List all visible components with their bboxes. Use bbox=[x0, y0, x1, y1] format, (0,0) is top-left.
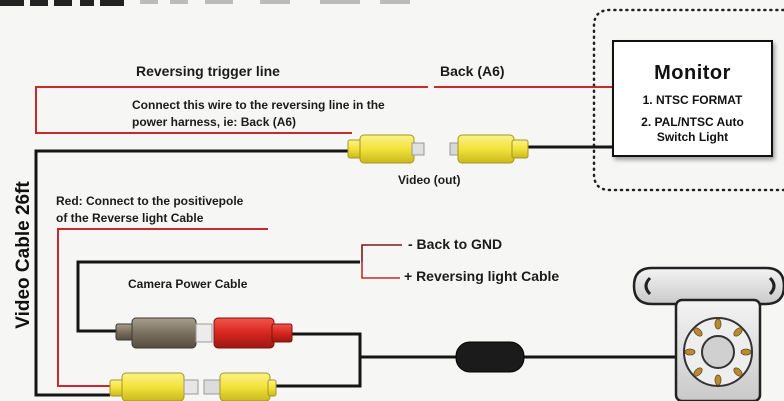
gnd-split-wire bbox=[361, 244, 402, 262]
monitor-box: Monitor 1. NTSC FORMAT 2. PAL/NTSC Auto … bbox=[612, 40, 773, 157]
video-cable-wire bbox=[34, 149, 350, 397]
monitor-title: Monitor bbox=[654, 62, 731, 84]
video-to-camera-wire bbox=[272, 357, 362, 388]
gray-power-plug bbox=[115, 317, 213, 349]
backup-camera bbox=[632, 266, 784, 401]
positive-split-wire bbox=[361, 262, 400, 279]
power-to-camera-wire bbox=[290, 332, 458, 359]
video-cable-length-label: Video Cable 26ft bbox=[13, 181, 34, 329]
red-power-plug bbox=[213, 317, 293, 349]
top-edge-marks bbox=[0, 0, 410, 6]
camera-power-cable-label: Camera Power Cable bbox=[128, 277, 248, 291]
reversing-trigger-line-label: Reversing trigger line bbox=[136, 63, 280, 79]
reversing-trigger-wire bbox=[35, 86, 428, 134]
red-positive-wire bbox=[57, 228, 268, 387]
back-a6-label: Back (A6) bbox=[440, 63, 505, 79]
red-positive-note-line2: of the Reverse light Cable bbox=[56, 211, 204, 225]
connect-wire-note-line1: Connect this wire to the reversing line … bbox=[132, 98, 385, 112]
rca-plug-bottom-left bbox=[109, 372, 199, 401]
monitor-dotted-frame bbox=[592, 8, 784, 192]
reversing-light-cable-label: + Reversing light Cable bbox=[404, 268, 560, 284]
connect-wire-note-line2: power harness, ie: Back (A6) bbox=[132, 115, 297, 129]
monitor-feature-ntsc: 1. NTSC FORMAT bbox=[642, 93, 743, 107]
video-out-label: Video (out) bbox=[398, 173, 461, 187]
rca-plug-top-right bbox=[449, 134, 529, 164]
rca-plug-bottom-right bbox=[203, 372, 277, 401]
camera-power-wire bbox=[76, 260, 360, 333]
red-positive-note-line1: Red: Connect to the positivepole bbox=[56, 194, 244, 208]
back-to-gnd-label: - Back to GND bbox=[408, 236, 503, 252]
monitor-feature-pal: 2. PAL/NTSC Auto Switch Light bbox=[641, 115, 744, 144]
inline-cable-connector bbox=[455, 341, 525, 373]
rca-plug-top-left bbox=[347, 134, 425, 164]
